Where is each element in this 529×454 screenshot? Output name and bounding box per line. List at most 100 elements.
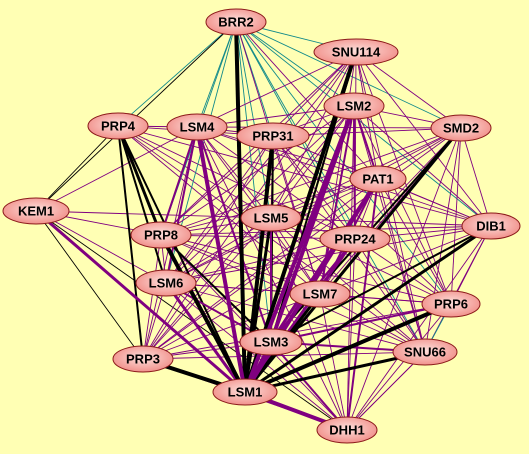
edge-pat1-prp6 xyxy=(377,178,452,305)
node-shape xyxy=(205,8,267,36)
edge-lsm6-snu66 xyxy=(165,282,426,353)
node-prp4[interactable]: PRP4 xyxy=(87,112,149,140)
node-prp6[interactable]: PRP6 xyxy=(421,290,481,318)
edge-dib1-lsm7 xyxy=(319,225,492,295)
node-shape xyxy=(212,378,278,406)
edge-prp4-prp8 xyxy=(116,125,163,236)
node-shape xyxy=(319,225,391,253)
edge-lsm1-lsm4 xyxy=(195,126,247,393)
edge-prp24-prp3 xyxy=(142,238,356,360)
node-label: LSM4 xyxy=(180,120,215,135)
edge-lsm2-dhh1 xyxy=(346,105,355,431)
node-prp24[interactable]: PRP24 xyxy=(319,225,391,253)
edge-lsm2-lsm5 xyxy=(270,105,355,219)
node-shape xyxy=(2,197,70,225)
edge-kem1-prp3 xyxy=(35,210,144,360)
edge-lsm3-dhh1 xyxy=(270,341,348,431)
edge-prp24-dhh1 xyxy=(346,238,356,431)
node-lsm6[interactable]: LSM6 xyxy=(135,269,197,297)
node-label: LSM3 xyxy=(254,335,289,350)
edge-brr2-lsm2 xyxy=(235,21,355,107)
node-snu66[interactable]: SNU66 xyxy=(392,338,458,366)
edge-lsm2-lsm6 xyxy=(165,105,355,284)
node-shape xyxy=(289,280,351,308)
node-label: PRP24 xyxy=(334,232,376,247)
node-shape xyxy=(392,338,458,366)
edge-prp4-brr2 xyxy=(117,21,237,127)
edge-smd2-prp6 xyxy=(450,127,462,305)
node-label: LSM7 xyxy=(303,287,338,302)
edge-smd2-dhh1 xyxy=(346,127,462,431)
node-label: LSM5 xyxy=(254,211,289,226)
edge-smd2-dib1 xyxy=(460,127,492,227)
edge-pat1-dhh1 xyxy=(346,178,379,431)
node-dib1[interactable]: DIB1 xyxy=(461,212,521,240)
edge-lsm5-prp6 xyxy=(270,217,452,305)
edge-dhh1-snu66 xyxy=(346,351,426,431)
edge-snu66-prp3 xyxy=(142,351,426,360)
node-shape xyxy=(316,416,378,444)
node-prp31[interactable]: PRP31 xyxy=(236,122,310,150)
edge-dib1-lsm3 xyxy=(270,225,492,343)
node-label: PRP31 xyxy=(252,129,293,144)
node-shape xyxy=(323,92,385,120)
edge-prp31-prp24 xyxy=(272,135,356,240)
edge-brr2-dib1 xyxy=(235,21,492,227)
node-label: SMD2 xyxy=(443,121,479,136)
node-label: PRP8 xyxy=(144,228,178,243)
node-smd2[interactable]: SMD2 xyxy=(430,114,492,142)
edge-snu114-dib1 xyxy=(355,51,492,227)
edge-snu114-prp31 xyxy=(272,51,357,137)
node-shape xyxy=(461,212,521,240)
edge-lsm1-prp4 xyxy=(117,125,246,393)
node-label: LSM6 xyxy=(149,276,184,291)
node-label: SNU114 xyxy=(332,45,381,60)
edge-dib1-dhh1 xyxy=(346,225,492,431)
node-label: KEM1 xyxy=(18,204,54,219)
node-lsm3[interactable]: LSM3 xyxy=(239,328,303,356)
edge-smd2-lsm4 xyxy=(196,126,462,129)
node-snu114[interactable]: SNU114 xyxy=(313,38,399,66)
node-lsm7[interactable]: LSM7 xyxy=(289,280,351,308)
edge-lsm7-dhh1 xyxy=(319,293,348,431)
edge-prp6-dhh1 xyxy=(346,303,452,431)
node-shape xyxy=(236,122,310,150)
node-label: PRP4 xyxy=(101,119,136,134)
node-label: BRR2 xyxy=(218,15,253,30)
edge-pat1-snu66 xyxy=(377,178,426,353)
node-lsm1[interactable]: LSM1 xyxy=(212,378,278,406)
edge-prp4-kem1 xyxy=(35,125,119,212)
node-label: LSM2 xyxy=(337,99,372,114)
node-shape xyxy=(240,204,302,232)
node-label: PRP6 xyxy=(434,297,468,312)
edge-lsm4-prp8 xyxy=(160,126,198,236)
edge-lsm3-lsm2 xyxy=(269,105,356,343)
edge-smd2-lsm6 xyxy=(165,127,462,284)
node-label: PAT1 xyxy=(362,172,393,187)
node-dhh1[interactable]: DHH1 xyxy=(316,416,378,444)
edge-kem1-lsm4 xyxy=(35,126,198,212)
node-shape xyxy=(112,345,174,373)
edge-snu114-lsm4 xyxy=(196,51,357,128)
edge-lsm5-dhh1 xyxy=(270,217,348,431)
node-prp3[interactable]: PRP3 xyxy=(112,345,174,373)
node-lsm5[interactable]: LSM5 xyxy=(240,204,302,232)
node-lsm2[interactable]: LSM2 xyxy=(323,92,385,120)
edge-brr2-lsm3 xyxy=(235,21,272,343)
node-lsm4[interactable]: LSM4 xyxy=(166,113,228,141)
node-kem1[interactable]: KEM1 xyxy=(2,197,70,225)
edge-brr2-snu66 xyxy=(235,21,426,353)
node-label: DHH1 xyxy=(329,423,364,438)
node-brr2[interactable]: BRR2 xyxy=(205,8,267,36)
node-pat1[interactable]: PAT1 xyxy=(349,165,407,193)
node-shape xyxy=(166,113,228,141)
node-prp8[interactable]: PRP8 xyxy=(130,221,192,249)
edge-lsm1-prp8 xyxy=(159,234,247,393)
edge-prp4-lsm6 xyxy=(117,125,167,284)
node-shape xyxy=(349,165,407,193)
edge-prp4-lsm5 xyxy=(117,125,272,219)
edge-lsm1-lsm6 xyxy=(164,282,247,393)
node-label: SNU66 xyxy=(404,345,446,360)
